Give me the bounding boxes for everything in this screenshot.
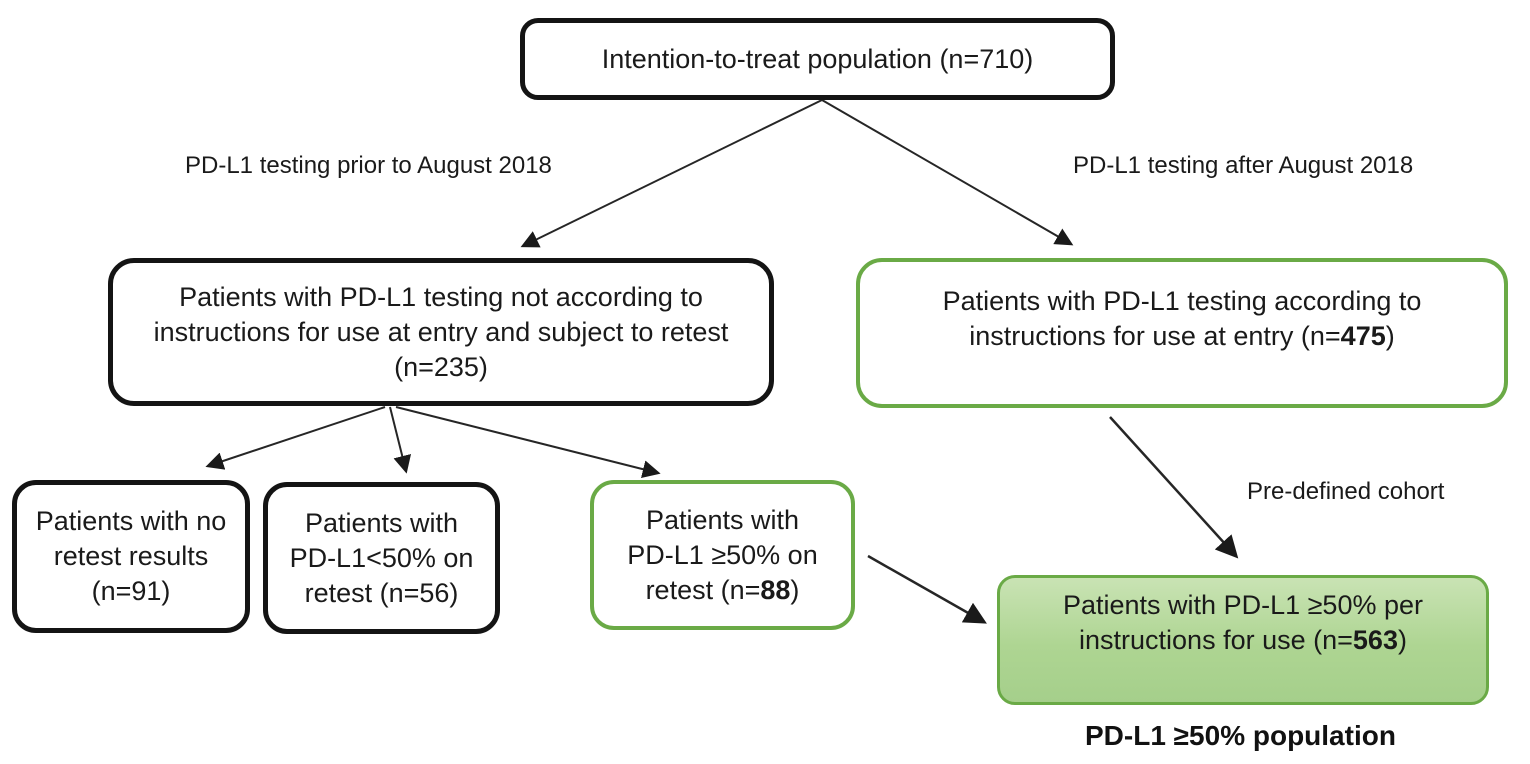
box-text-line: retest (n=88) [646, 573, 800, 608]
n-value-bold: 563 [1352, 625, 1398, 655]
box-final-pdl1-50-ifu: Patients with PD-L1 ≥50% per instruction… [997, 575, 1489, 705]
box-retest-below-50: Patients with PD-L1<50% on retest (n=56) [263, 482, 500, 634]
box-text-line: Patients with no [35, 506, 227, 536]
box-text-line: PD-L1 ≥50% on [627, 539, 818, 570]
box-text-segment: ) [1397, 625, 1407, 655]
n-value-bold: 475 [1340, 321, 1386, 351]
population-caption: PD-L1 ≥50% population [1085, 720, 1396, 751]
arrow-to-retest-lt50 [389, 406, 412, 474]
box-text-line: Intention-to-treat population (n=710) [601, 43, 1034, 74]
box-text-segment: instructions for use (n= [1079, 625, 1353, 655]
box-text-line: PD-L1<50% on [289, 542, 474, 573]
box-not-according-retest: Patients with PD-L1 testing not accordin… [108, 258, 774, 406]
box-itt-population: Intention-to-treat population (n=710) [520, 18, 1115, 100]
box-text-line: Patients with PD-L1 testing according to [942, 286, 1422, 316]
box-text-line: instructions for use at entry and subjec… [153, 316, 729, 347]
box-retest-50-or-more: Patients with PD-L1 ≥50% on retest (n=88… [590, 480, 855, 630]
box-text-line: instructions for use (n=563) [1079, 623, 1407, 658]
arrow-to-retest-ge50 [395, 406, 661, 478]
box-text-line: Patients with PD-L1 ≥50% per [1063, 590, 1423, 620]
box-no-retest-results: Patients with no retest results (n=91) [12, 480, 250, 633]
arrow-itt-to-according [821, 99, 1074, 246]
box-text-line: retest (n=56) [304, 577, 459, 608]
box-text-segment: retest (n= [645, 574, 761, 605]
box-text-segment: ) [1385, 321, 1395, 351]
arrow-to-no-retest [205, 406, 386, 470]
box-text-segment: instructions for use at entry (n= [969, 321, 1341, 351]
box-text-line: (n=235) [394, 351, 488, 382]
box-text-line: Patients with [645, 504, 800, 535]
branch-label-prior-aug-2018: PD-L1 testing prior to August 2018 [185, 152, 552, 179]
n-value-bold: 88 [760, 574, 791, 605]
box-text-segment: ) [790, 574, 800, 605]
box-according-ifu: Patients with PD-L1 testing according to… [856, 258, 1508, 408]
arrow-according-to-final [1109, 416, 1239, 559]
box-text-line: Patients with PD-L1 testing not accordin… [179, 281, 703, 312]
predefined-cohort-label: Pre-defined cohort [1247, 478, 1445, 505]
arrow-itt-to-not-according [520, 99, 823, 248]
box-text-line: (n=91) [91, 576, 171, 606]
arrow-retest-ge50-to-final [867, 554, 987, 624]
box-text-line: Patients with [304, 507, 459, 538]
box-text-line: instructions for use at entry (n=475) [969, 319, 1394, 354]
box-text-line: retest results [53, 541, 209, 571]
branch-label-after-aug-2018: PD-L1 testing after August 2018 [1073, 152, 1414, 179]
